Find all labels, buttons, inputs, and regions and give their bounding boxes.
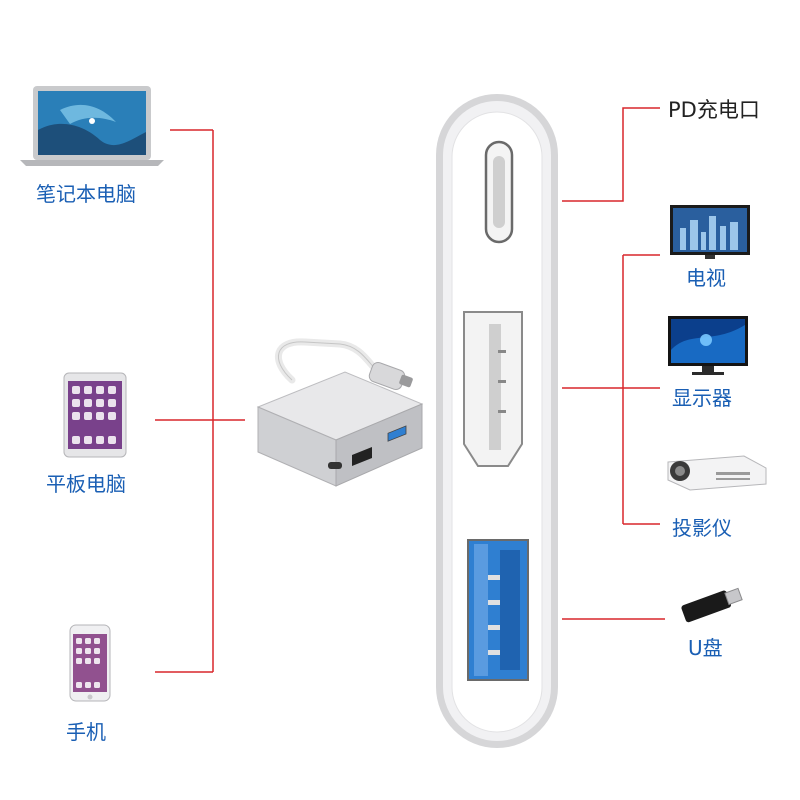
- right-connector-lines: [562, 107, 665, 620]
- left-device-label-phone: 手机: [66, 720, 106, 744]
- adapter-port-panel: [436, 94, 558, 748]
- left-device-label-laptop: 笔记本电脑: [36, 182, 136, 206]
- adapter-product: [256, 338, 424, 487]
- laptop-icon: [20, 86, 164, 166]
- right-device-label-projector: 投影仪: [672, 516, 732, 540]
- right-device-label-usb: U盘: [688, 636, 723, 660]
- tv-icon: [670, 205, 750, 259]
- left-device-label-tablet: 平板电脑: [46, 472, 126, 496]
- phone-icon: [69, 624, 111, 702]
- pd-charging-port-label: PD充电口: [668, 98, 760, 122]
- usb-c-port: [484, 140, 514, 244]
- left-connector-lines: [155, 129, 245, 673]
- tablet-icon: [63, 372, 127, 458]
- projector-icon: [667, 455, 767, 491]
- hdmi-port: [463, 311, 523, 467]
- right-device-label-monitor: 显示器: [672, 386, 732, 410]
- usb-a-port: [467, 539, 529, 681]
- right-device-label-tv: 电视: [686, 266, 726, 290]
- usb-drive-icon: [681, 587, 743, 623]
- monitor-icon: [668, 316, 748, 375]
